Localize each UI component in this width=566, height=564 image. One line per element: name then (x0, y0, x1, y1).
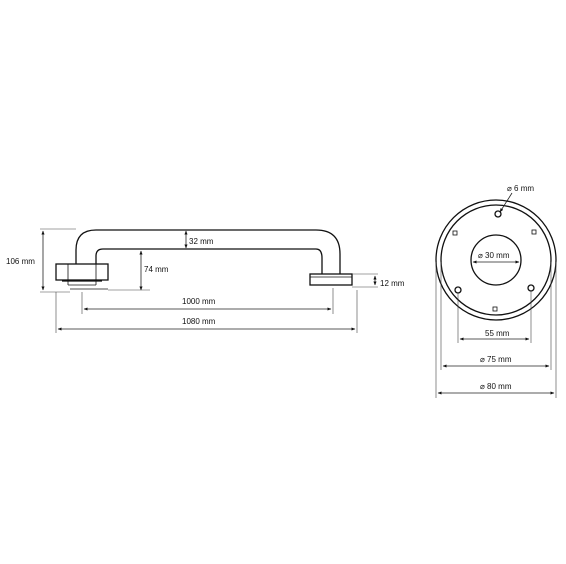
label-total-height: 106 mm (6, 257, 35, 266)
screw-hole-right (527, 284, 535, 292)
notch-right (531, 229, 537, 235)
label-hole-spacing: 55 mm (485, 329, 510, 338)
screw-hole-top (494, 210, 502, 218)
label-standoff: 74 mm (144, 265, 169, 274)
left-base-plate (55, 263, 109, 281)
right-leg-inner (315, 248, 323, 274)
right-base-plate (309, 273, 353, 286)
label-center-distance: 1000 mm (182, 297, 216, 306)
grab-bar-side-view: 106 mm 32 mm 74 mm 12 mm 1000 mm 1080 mm (6, 228, 405, 333)
flange-center-hole (470, 234, 522, 286)
label-inner-hole: ⌀ 30 mm (478, 251, 510, 260)
label-tube-diameter: 32 mm (189, 237, 214, 246)
flange-front-view: ⌀ 6 mm ⌀ 30 mm 55 mm ⌀ 75 mm ⌀ 80 mm (435, 184, 557, 398)
label-flange-diameter: ⌀ 80 mm (480, 382, 512, 391)
label-overall-length: 1080 mm (182, 317, 216, 326)
left-leg-inner (95, 248, 316, 264)
flange-cover-circle (440, 204, 552, 316)
left-base-plate-inner (67, 263, 97, 281)
right-leg-outer (315, 229, 341, 274)
leader-screw-hole (499, 192, 513, 213)
notch-left (452, 230, 458, 236)
notch-bottom (492, 306, 498, 312)
label-cover-diameter: ⌀ 75 mm (480, 355, 512, 364)
label-screw-hole: ⌀ 6 mm (507, 184, 534, 193)
left-leg-outer (75, 229, 316, 264)
label-base-thickness: 12 mm (380, 279, 405, 288)
screw-hole-left (454, 286, 462, 294)
flange-outer-circle (435, 199, 557, 321)
